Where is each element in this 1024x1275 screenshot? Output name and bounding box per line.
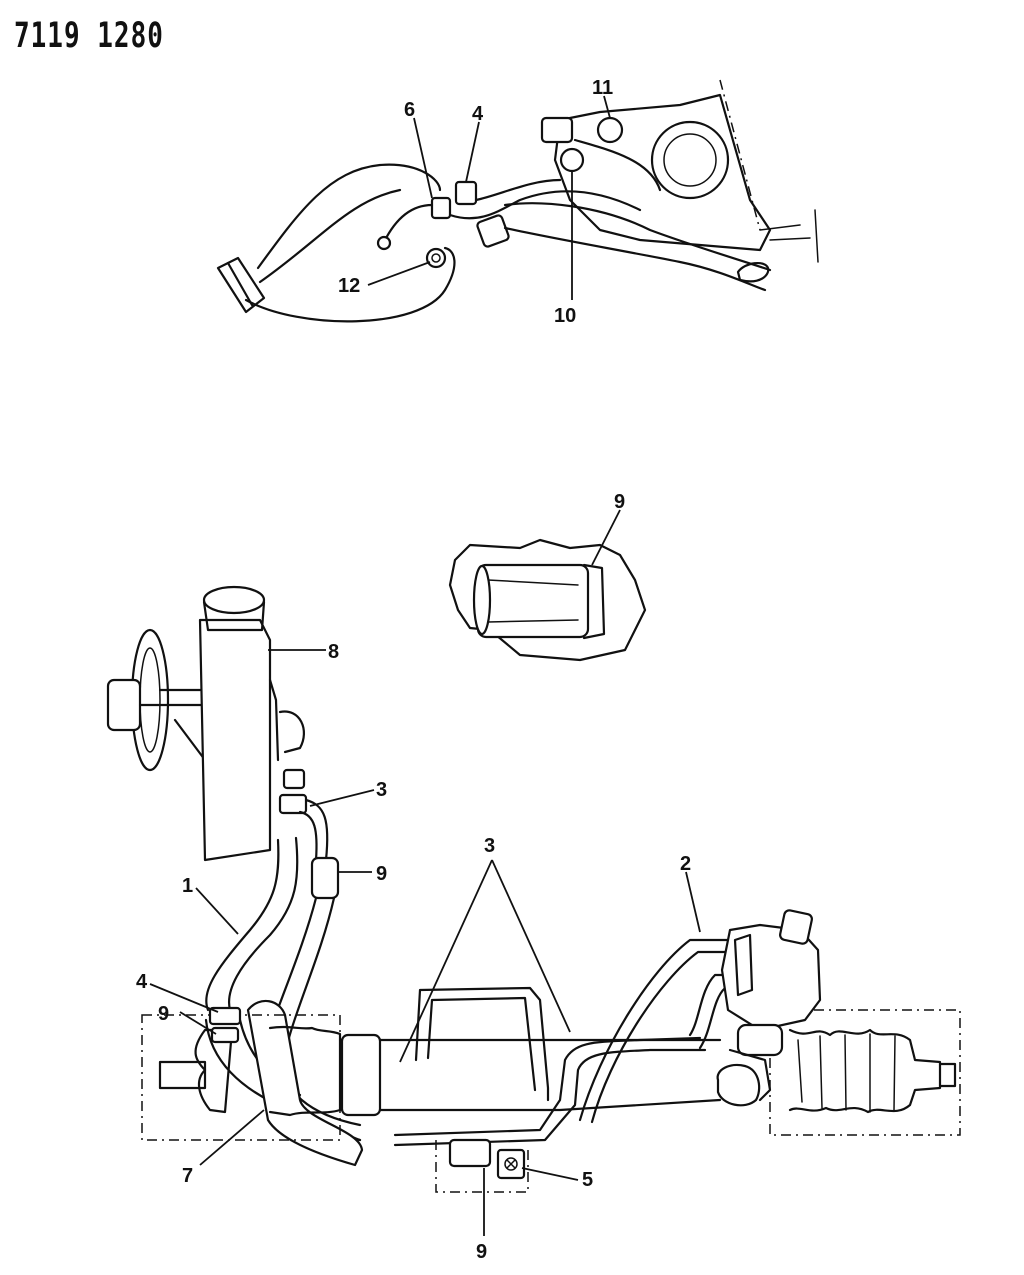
main-assembly bbox=[106, 585, 961, 1193]
callout-9-pump: 9 bbox=[376, 863, 387, 885]
callout-2: 2 bbox=[680, 853, 691, 875]
callout-3-pump: 3 bbox=[376, 779, 387, 801]
callout-11: 11 bbox=[592, 77, 613, 99]
callout-9-left: 9 bbox=[158, 1003, 169, 1025]
callout-7: 7 bbox=[182, 1165, 193, 1187]
fitting-detail-inset bbox=[448, 538, 647, 662]
callout-9-bottom: 9 bbox=[476, 1241, 487, 1263]
leader-lines bbox=[149, 95, 701, 1236]
top-inset-assembly bbox=[216, 79, 819, 323]
callout-6: 6 bbox=[404, 99, 415, 121]
callout-10: 10 bbox=[554, 305, 576, 327]
callout-4-left: 4 bbox=[136, 971, 148, 993]
reference-code: 7119 1280 bbox=[14, 16, 164, 57]
callout-1: 1 bbox=[182, 875, 193, 897]
callout-4-top: 4 bbox=[472, 103, 484, 125]
callout-9-detail: 9 bbox=[614, 491, 625, 513]
callout-3-tubes: 3 bbox=[484, 835, 495, 857]
callout-12: 12 bbox=[338, 275, 360, 297]
callout-5: 5 bbox=[582, 1169, 593, 1191]
callout-8: 8 bbox=[328, 641, 339, 663]
